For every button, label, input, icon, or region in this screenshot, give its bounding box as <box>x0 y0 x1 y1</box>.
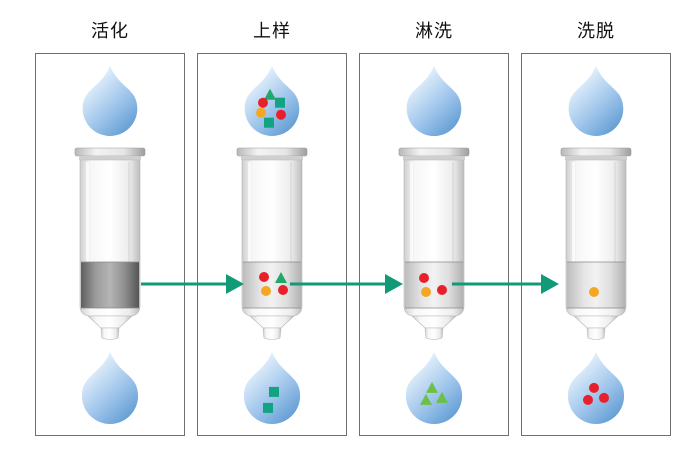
cartridge-tip <box>586 327 606 340</box>
bottom-drop-3-particle <box>436 391 448 403</box>
spe-cartridge-4 <box>560 147 632 340</box>
bed-3-particle <box>421 287 431 297</box>
spe-cartridge-1 <box>74 147 146 340</box>
bottom-drop-4-particle <box>599 392 609 403</box>
barrel-shade <box>290 162 292 302</box>
sorbent-bed <box>81 262 139 308</box>
bed-2-particle <box>278 285 288 295</box>
cartridge-neck <box>411 315 457 329</box>
bottom-drop-3-particle <box>420 393 432 405</box>
cartridge-rim <box>560 147 632 157</box>
cartridge-tip <box>100 327 120 340</box>
bed-4-particle <box>589 287 599 297</box>
top-drop-2-particle <box>276 109 286 120</box>
spe-cartridge-3 <box>398 147 470 340</box>
bottom-drop-2-particle <box>263 402 273 413</box>
cartridge-rim <box>236 147 308 157</box>
panel-3-border <box>359 53 509 436</box>
cartridge-tip <box>262 327 282 340</box>
bottom-drop-2-particle <box>269 386 279 397</box>
panel-1-border <box>35 53 185 436</box>
cartridge-tip <box>424 327 444 340</box>
spe-cartridge-2 <box>236 147 308 340</box>
drop-body <box>244 66 300 136</box>
drop-body <box>81 352 139 424</box>
arrow-head <box>226 274 244 294</box>
barrel-highlight <box>248 162 251 302</box>
cartridge-rim-lip <box>241 156 303 160</box>
drop-body <box>406 66 462 137</box>
bed-3-particle <box>419 273 429 283</box>
barrel-shade <box>614 162 616 302</box>
bed-2-particle <box>259 272 269 282</box>
bottom-drop-3-particle <box>426 381 438 393</box>
bed-2-particle <box>261 286 271 296</box>
cartridge-rim-lip <box>79 156 141 160</box>
drop-body <box>568 66 624 136</box>
panel-4-border <box>521 53 671 436</box>
top-drop-2-particle <box>258 97 268 108</box>
flow-arrow-3 <box>452 274 559 294</box>
drop-body <box>82 66 138 136</box>
bed-3-particle <box>437 285 447 295</box>
cartridge-neck <box>87 315 133 329</box>
cartridge-rim-lip <box>403 156 465 160</box>
bed-2-particle <box>275 272 287 283</box>
flow-arrow-2 <box>290 274 403 294</box>
step-title-washing: 淋洗 <box>415 21 453 42</box>
barrel-highlight <box>572 162 575 302</box>
flow-arrow-1 <box>141 274 244 294</box>
step-title-elution: 洗脱 <box>577 21 615 42</box>
bottom-drop-4-particle <box>583 394 593 405</box>
bottom-drop-4-particle <box>589 382 599 393</box>
arrow-head <box>385 274 403 294</box>
barrel-shade <box>452 162 454 302</box>
barrel-highlight <box>86 162 89 302</box>
top-drop-3 <box>406 66 462 137</box>
cartridge-rim <box>398 147 470 157</box>
top-drop-2-particle <box>264 117 274 128</box>
top-drop-2-particle <box>264 88 276 100</box>
bottom-drop-1 <box>81 352 139 424</box>
top-drop-2-particle <box>256 107 266 118</box>
top-drop-1 <box>82 66 138 136</box>
cartridge-rim <box>74 147 146 157</box>
step-title-activation: 活化 <box>91 21 129 42</box>
barrel-highlight <box>410 162 413 302</box>
cartridge-neck <box>573 315 619 329</box>
cartridge-rim-lip <box>565 156 627 160</box>
cartridge-neck <box>249 315 295 329</box>
sorbent-bed <box>567 262 625 308</box>
top-drop-2-particle <box>275 97 285 108</box>
top-drop-4 <box>568 66 624 136</box>
arrow-head <box>541 274 559 294</box>
top-drop-2 <box>244 66 300 136</box>
panel-2-border <box>197 53 347 436</box>
step-title-loading: 上样 <box>253 21 291 42</box>
barrel-shade <box>128 162 130 302</box>
